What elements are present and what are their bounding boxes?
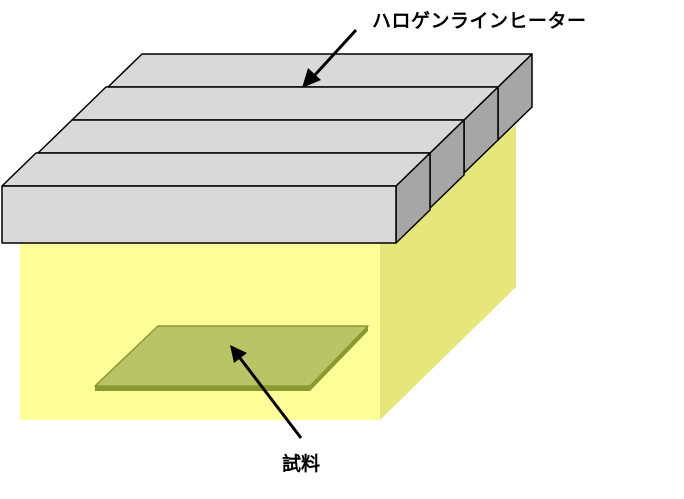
sample-arrow bbox=[230, 345, 303, 439]
heater-bar-3-top bbox=[71, 86, 499, 121]
heater-arrow-head bbox=[302, 68, 321, 88]
heater-arrow bbox=[302, 28, 358, 88]
heater-bar-3 bbox=[71, 86, 499, 174]
sample-plate bbox=[94, 325, 369, 391]
heater-bar-2-top bbox=[37, 119, 465, 154]
sample-label: 試料 bbox=[282, 453, 321, 475]
heater-bar-2 bbox=[37, 119, 465, 209]
heater-label: ハロゲンラインヒーター bbox=[372, 10, 587, 32]
heater-bar-1-top bbox=[1, 152, 431, 187]
heater-bar-1-front bbox=[1, 185, 397, 244]
sample-plate-top bbox=[94, 325, 369, 387]
chamber-side-face bbox=[380, 125, 516, 420]
sample-arrow-head bbox=[230, 345, 247, 363]
heater-arrow-line bbox=[312, 28, 358, 78]
heater-bar-1 bbox=[1, 152, 431, 244]
sample-arrow-line bbox=[238, 357, 303, 439]
